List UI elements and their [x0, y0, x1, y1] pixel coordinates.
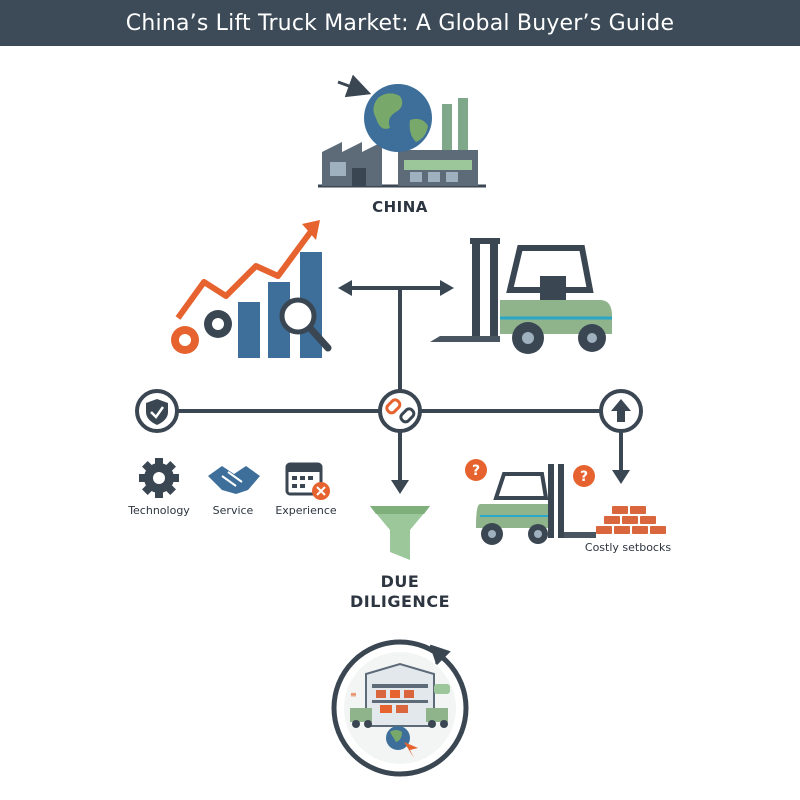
forklift-icon: [430, 238, 612, 354]
broken-link-icon: [378, 389, 422, 433]
page-title: China’s Lift Truck Market: A Global Buye…: [125, 10, 675, 36]
shield-check-icon: [135, 389, 179, 433]
handshake-icon: [208, 466, 260, 494]
due-diligence-line2: DILIGENCE: [349, 592, 450, 611]
title-bar: China’s Lift Truck Market: A Global Buye…: [0, 0, 800, 46]
due-diligence-line1: DUE: [380, 572, 420, 591]
factor-label-experience: Experience: [275, 504, 337, 517]
funnel-icon: [370, 506, 430, 560]
svg-text:?: ?: [580, 469, 588, 485]
china-label: CHINA: [372, 198, 428, 216]
bricks-icon: [596, 506, 666, 534]
warehouse-cycle-icon: ≡: [331, 639, 469, 777]
globe-icon: [337, 74, 432, 152]
setbacks-label: Costly setbocks: [584, 541, 672, 554]
factory-icon: [318, 98, 486, 188]
growth-chart-icon: [171, 220, 332, 358]
gear-icon: [139, 458, 179, 498]
question-icon: ? ?: [465, 459, 595, 487]
factor-label-service: Service: [212, 504, 254, 517]
up-arrow-icon: [599, 389, 643, 433]
calendar-icon: [285, 462, 330, 500]
small-forklift-icon: [476, 464, 596, 545]
svg-text:≡: ≡: [350, 690, 357, 699]
due-diligence-label: DUE DILIGENCE: [330, 572, 470, 612]
connector-lines: [176, 286, 623, 484]
factor-label-technology: Technology: [128, 504, 190, 517]
svg-text:?: ?: [472, 463, 480, 479]
